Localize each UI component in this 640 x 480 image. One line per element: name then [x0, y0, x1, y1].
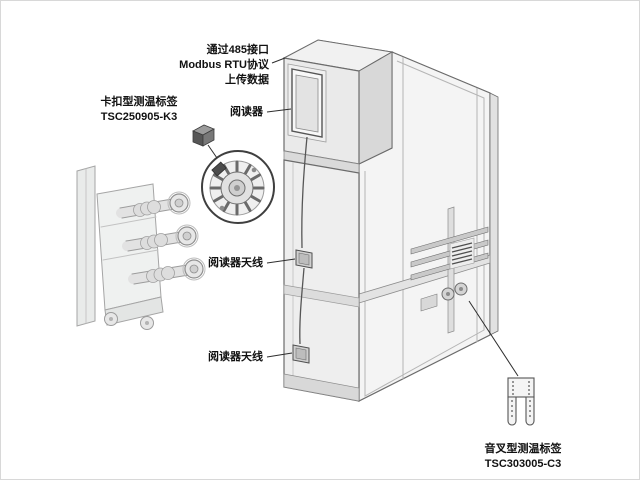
label-antenna-bottom: 阅读器天线 [208, 351, 263, 363]
leader-modbus [271, 57, 286, 64]
leader-fork-tag [468, 300, 519, 377]
breaker-arm-bottom [128, 257, 206, 285]
label-modbus: 通过485接口 Modbus RTU协议 上传数据 [141, 43, 269, 88]
label-snap-tag: 卡扣型测温标签 TSC250905-K3 [87, 95, 191, 125]
cabinet-drawing [282, 39, 499, 402]
label-snap-tag-line1: 卡扣型测温标签 [100, 96, 178, 108]
leader-antenna-bottom [266, 352, 293, 358]
label-antenna-top: 阅读器天线 [208, 257, 263, 269]
label-modbus-line1: 通过485接口 [206, 44, 269, 56]
label-fork-tag: 音叉型测温标签 TSC303005-C3 [463, 442, 583, 472]
reader-antenna-bottom-device [292, 344, 310, 364]
antenna-cable [299, 267, 305, 345]
label-fork-tag-line1: 音叉型测温标签 [484, 443, 562, 455]
leader-snap-tag [207, 144, 218, 159]
fork-tag-drawing [507, 377, 535, 426]
label-snap-tag-line2: TSC250905-K3 [100, 111, 178, 123]
reader-cable [301, 136, 308, 249]
leader-antenna-top [266, 258, 296, 264]
leader-reader [266, 108, 292, 113]
reader-antenna-top-device [295, 249, 313, 269]
breaker-arm-middle [122, 224, 199, 252]
busbar-assembly [410, 206, 489, 334]
contact-detail-circle [201, 150, 275, 224]
label-modbus-line3: 上传数据 [225, 74, 269, 86]
snap-tag-icon [192, 124, 215, 147]
cabinet-front-face [283, 159, 360, 402]
label-reader: 阅读器 [230, 106, 263, 118]
label-fork-tag-line2: TSC303005-C3 [484, 458, 562, 470]
leader-lines [207, 57, 519, 377]
label-modbus-line2: Modbus RTU协议 [179, 59, 269, 71]
circuit-breaker-drawing [76, 165, 206, 330]
breaker-arm-top [116, 191, 191, 219]
snap-tag-on-contact [211, 161, 227, 177]
reader-box [282, 39, 394, 165]
